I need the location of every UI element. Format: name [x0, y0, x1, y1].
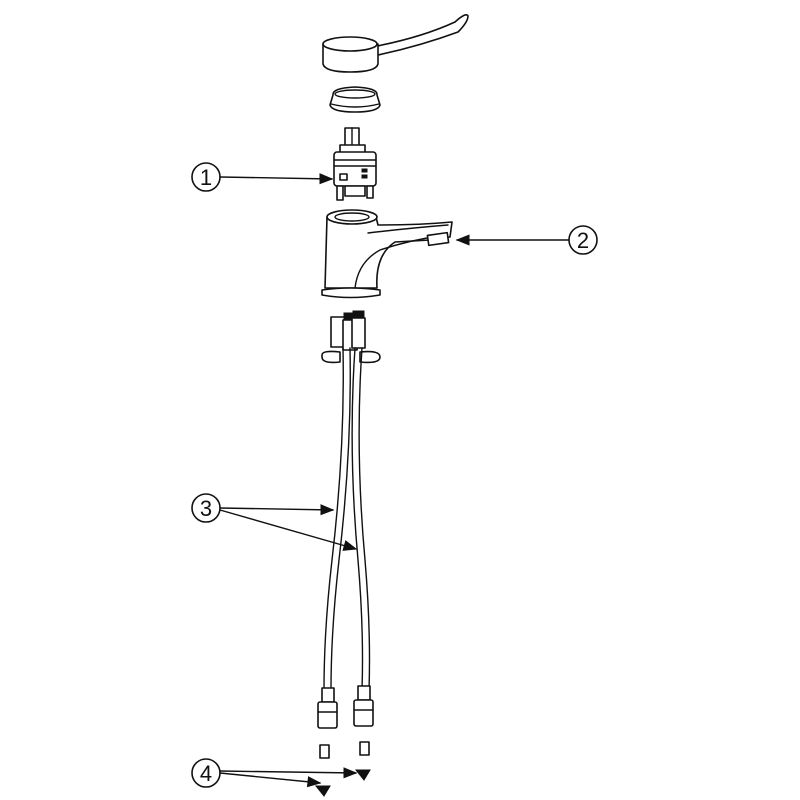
callout-1: 1 — [191, 162, 334, 192]
callout-3: 3 — [191, 493, 358, 551]
spout-body — [321, 209, 453, 299]
cap-ring — [329, 86, 381, 113]
filters — [314, 741, 371, 797]
flexible-hoses — [317, 310, 381, 729]
callout-3-label: 3 — [200, 496, 212, 521]
callout-2-label: 2 — [577, 228, 589, 253]
callout-4-label: 4 — [200, 761, 212, 786]
callout-1-label: 1 — [200, 165, 212, 190]
lever-handle — [322, 14, 469, 73]
callout-2: 2 — [455, 225, 598, 255]
cartridge — [333, 127, 377, 201]
callout-4: 4 — [191, 758, 358, 788]
